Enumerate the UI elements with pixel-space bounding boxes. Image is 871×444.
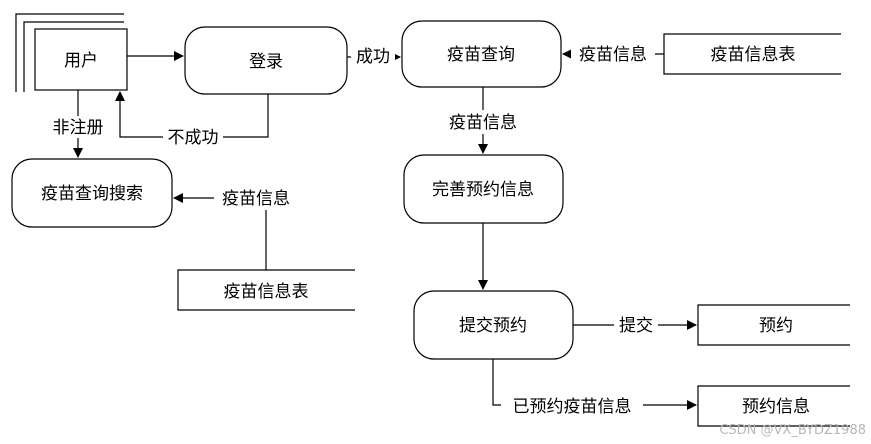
query-search-process: 疫苗查询搜索 [11,158,173,228]
vaccine-info-mid-edge-label: 疫苗信息 [449,113,517,133]
booking-store: 预约 [697,304,850,346]
booking-store-label: 预约 [759,316,793,336]
vaccine-info-table-bottom-label: 疫苗信息表 [224,282,309,302]
complete-info-label: 完善预约信息 [432,180,534,200]
vaccine-info-left-edge-label: 疫苗信息 [222,189,290,209]
submit-process: 提交预约 [413,290,574,360]
login-label: 登录 [249,52,283,72]
fail-edge-label: 不成功 [168,128,219,148]
vaccine-info-table-top-store: 疫苗信息表 [663,33,841,75]
vaccine-query-label: 疫苗查询 [447,45,515,65]
query-search-label: 疫苗查询搜索 [41,184,143,204]
unregistered-edge-label: 非注册 [53,118,104,138]
user-entity: 用户 [15,13,128,92]
booking-info-store: 预约信息 [697,385,850,427]
login-process: 登录 [184,26,348,95]
success-edge-label: 成功 [356,47,390,67]
booked-info-edge-label: 已预约疫苗信息 [513,397,632,417]
submit-label: 提交预约 [459,316,527,336]
booking-info-store-label: 预约信息 [742,397,810,417]
vaccine-info-table-top-label: 疫苗信息表 [711,45,796,65]
complete-info-process: 完善预约信息 [403,154,564,224]
watermark: CSDN @VX_BYDZ1988 [719,423,866,438]
user-label: 用户 [64,51,98,71]
vaccine-info-top-edge-label: 疫苗信息 [579,45,647,65]
submit-edge-label: 提交 [619,316,653,336]
vaccine-info-table-bottom-store: 疫苗信息表 [177,269,355,311]
vaccine-query-process: 疫苗查询 [401,20,562,88]
